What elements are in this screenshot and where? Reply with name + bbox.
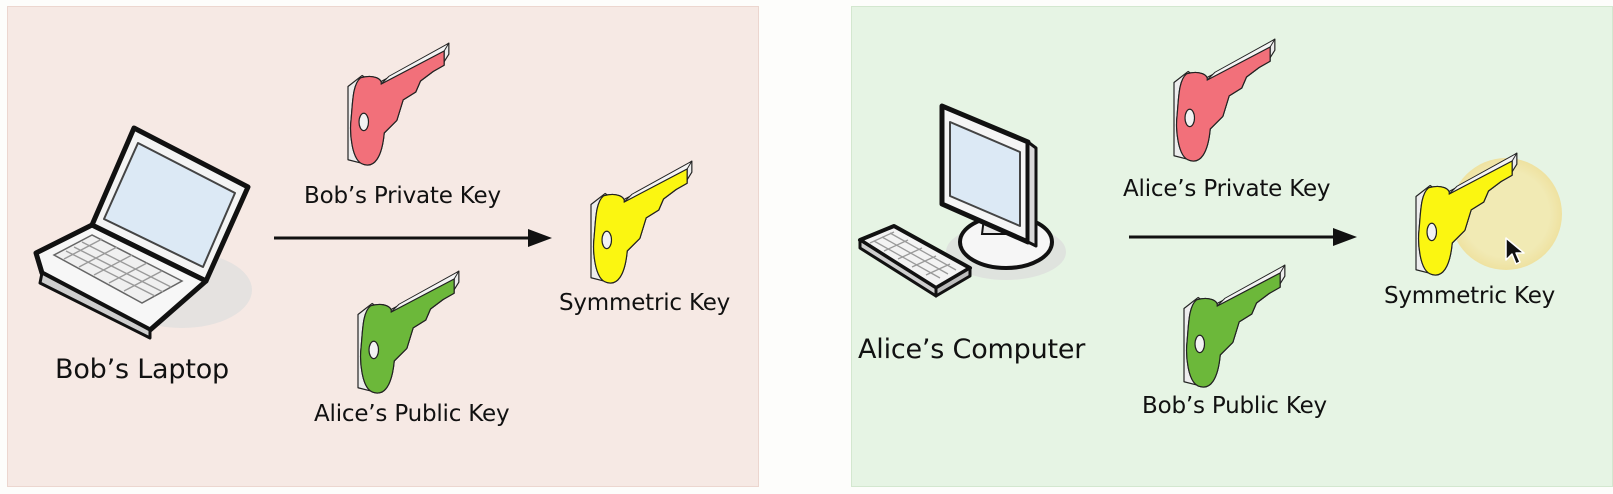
desktop-computer-icon xyxy=(858,103,1066,298)
laptop-icon xyxy=(33,125,252,340)
key-icon xyxy=(1183,264,1286,388)
arrow-right-icon xyxy=(274,229,552,247)
key-icon[interactable] xyxy=(1398,150,1538,280)
alice-public-key-label: Alice’s Public Key xyxy=(314,401,510,427)
key-icon xyxy=(357,270,460,394)
key-icon xyxy=(1173,38,1276,162)
mouse-cursor-icon xyxy=(1505,237,1525,265)
arrow-right-icon xyxy=(1129,228,1357,246)
alice-private-key-label: Alice’s Private Key xyxy=(1123,176,1331,202)
symmetric-key-label-right: Symmetric Key xyxy=(1384,283,1556,309)
key-icon xyxy=(590,160,693,284)
device-label-bob-laptop: Bob’s Laptop xyxy=(55,354,229,385)
bob-private-key-label: Bob’s Private Key xyxy=(304,183,501,209)
bob-public-key-label: Bob’s Public Key xyxy=(1142,393,1327,419)
device-label-alice-computer: Alice’s Computer xyxy=(858,334,1086,365)
symmetric-key-label-left: Symmetric Key xyxy=(559,290,731,316)
key-icon xyxy=(347,42,450,166)
